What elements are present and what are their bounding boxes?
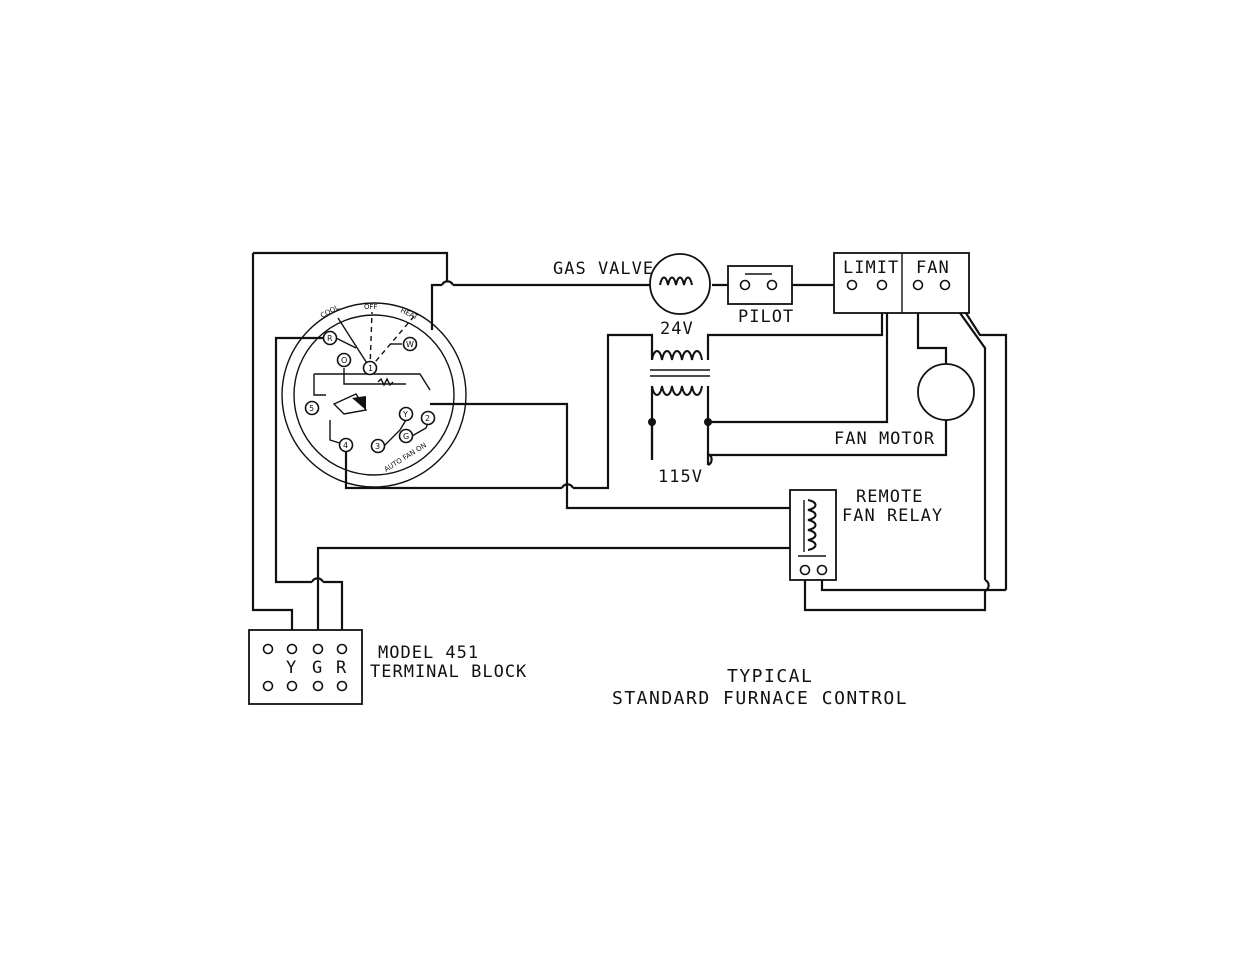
limit-terminal-right	[878, 281, 887, 290]
relay-terminal-left	[801, 566, 810, 575]
wire-relay-right-term	[822, 572, 1006, 590]
fan-terminal-right	[941, 281, 950, 290]
relay-terminal-right	[818, 566, 827, 575]
v24-label: 24V	[660, 319, 694, 339]
svg-text:2: 2	[425, 414, 430, 423]
caption-subtitle: STANDARD FURNACE CONTROL	[612, 688, 908, 709]
fan-motor-label: FAN MOTOR	[834, 429, 935, 449]
pilot-switch: PILOT	[728, 266, 794, 327]
wire-left-to-y	[253, 253, 292, 645]
xfmr-secondary-coil	[652, 351, 702, 360]
svg-text:1: 1	[368, 364, 373, 373]
fan-terminal-left	[914, 281, 923, 290]
tb-terminal-top-g	[314, 645, 323, 654]
svg-text:Y: Y	[402, 410, 408, 419]
stat-terminal-3: 3	[372, 440, 385, 453]
xfmr-primary-coil	[652, 386, 702, 395]
wire-top-left	[253, 253, 447, 282]
pilot-terminal-right	[768, 281, 777, 290]
stat-terminal-y: Y	[400, 408, 413, 421]
svg-text:R: R	[327, 334, 333, 343]
stat-terminal-r: R	[324, 332, 337, 345]
tb-terminal-bottom-1	[264, 682, 273, 691]
mode-off-label: OFF	[364, 303, 378, 311]
wire-stat-up	[432, 285, 442, 330]
terminal-block: Y G R MODEL 451 TERMINAL BLOCK	[249, 630, 527, 704]
fan-relay-label: FAN RELAY	[842, 506, 943, 526]
gas-valve-body	[650, 254, 710, 314]
limit-label: LIMIT	[843, 258, 899, 278]
pilot-label: PILOT	[738, 307, 794, 327]
tb-label-r: R	[336, 658, 347, 678]
fan-motor: FAN MOTOR	[834, 364, 974, 449]
stat-terminal-g: G	[400, 430, 413, 443]
svg-text:3: 3	[375, 442, 380, 451]
tb-terminal-top-y	[288, 645, 297, 654]
remote-label: REMOTE	[856, 487, 923, 507]
stat-terminal-o: O	[338, 354, 351, 367]
caption: TYPICAL STANDARD FURNACE CONTROL	[612, 666, 908, 709]
transformer: 24V 115V	[648, 319, 712, 487]
gas-valve-label: GAS VALVE	[553, 259, 654, 279]
stat-bus-top	[314, 374, 430, 390]
stat-link-r	[336, 338, 356, 348]
fan-label: FAN	[916, 258, 950, 278]
remote-fan-relay: REMOTE FAN RELAY	[790, 487, 943, 580]
pilot-box	[728, 266, 792, 304]
mercury-bulb-fill	[352, 396, 366, 410]
tb-label-y: Y	[286, 658, 297, 678]
tb-terminal-bottom-4	[338, 682, 347, 691]
v115-label: 115V	[658, 467, 703, 487]
wire-relay-to-g	[318, 548, 816, 645]
mode-cool-label: COOL	[319, 303, 340, 319]
wire-to-terminal-4	[346, 450, 562, 488]
model-label: MODEL 451	[378, 643, 479, 663]
svg-text:O: O	[341, 356, 347, 365]
tb-terminal-bottom-2	[288, 682, 297, 691]
tb-terminal-bottom-3	[314, 682, 323, 691]
caption-title: TYPICAL	[727, 666, 813, 687]
switch-arm-off	[370, 312, 372, 368]
tb-terminal-top-1	[264, 645, 273, 654]
wire-xfmr-to-stat	[573, 335, 652, 488]
stat-terminal-5: 5	[306, 402, 319, 415]
stat-link-5	[314, 374, 326, 395]
pilot-terminal-left	[741, 281, 750, 290]
limit-fan-control: LIMIT FAN	[834, 253, 969, 313]
svg-text:4: 4	[343, 441, 348, 450]
stat-terminal-4: 4	[340, 439, 353, 452]
junction-dot-right	[704, 418, 712, 426]
svg-text:G: G	[403, 432, 409, 441]
fan-motor-body	[918, 364, 974, 420]
relay-box	[790, 490, 836, 580]
thermostat-outer-ring	[282, 303, 466, 487]
tb-label-g: G	[312, 658, 323, 678]
limit-terminal-left	[848, 281, 857, 290]
svg-text:W: W	[406, 340, 414, 349]
terminal-block-label: TERMINAL BLOCK	[370, 662, 527, 682]
wire-crossover-1	[442, 281, 453, 285]
stat-terminal-w: W	[404, 338, 417, 351]
tb-terminal-top-r	[338, 645, 347, 654]
junction-dot-left	[648, 418, 656, 426]
stat-terminal-1: 1	[364, 362, 377, 375]
stat-terminal-2: 2	[422, 412, 435, 425]
wire-fan-right-a	[948, 285, 1006, 590]
thermostat: COOL OFF HEAT AUTO FAN ON R O 1	[282, 303, 466, 487]
svg-text:5: 5	[309, 404, 314, 413]
